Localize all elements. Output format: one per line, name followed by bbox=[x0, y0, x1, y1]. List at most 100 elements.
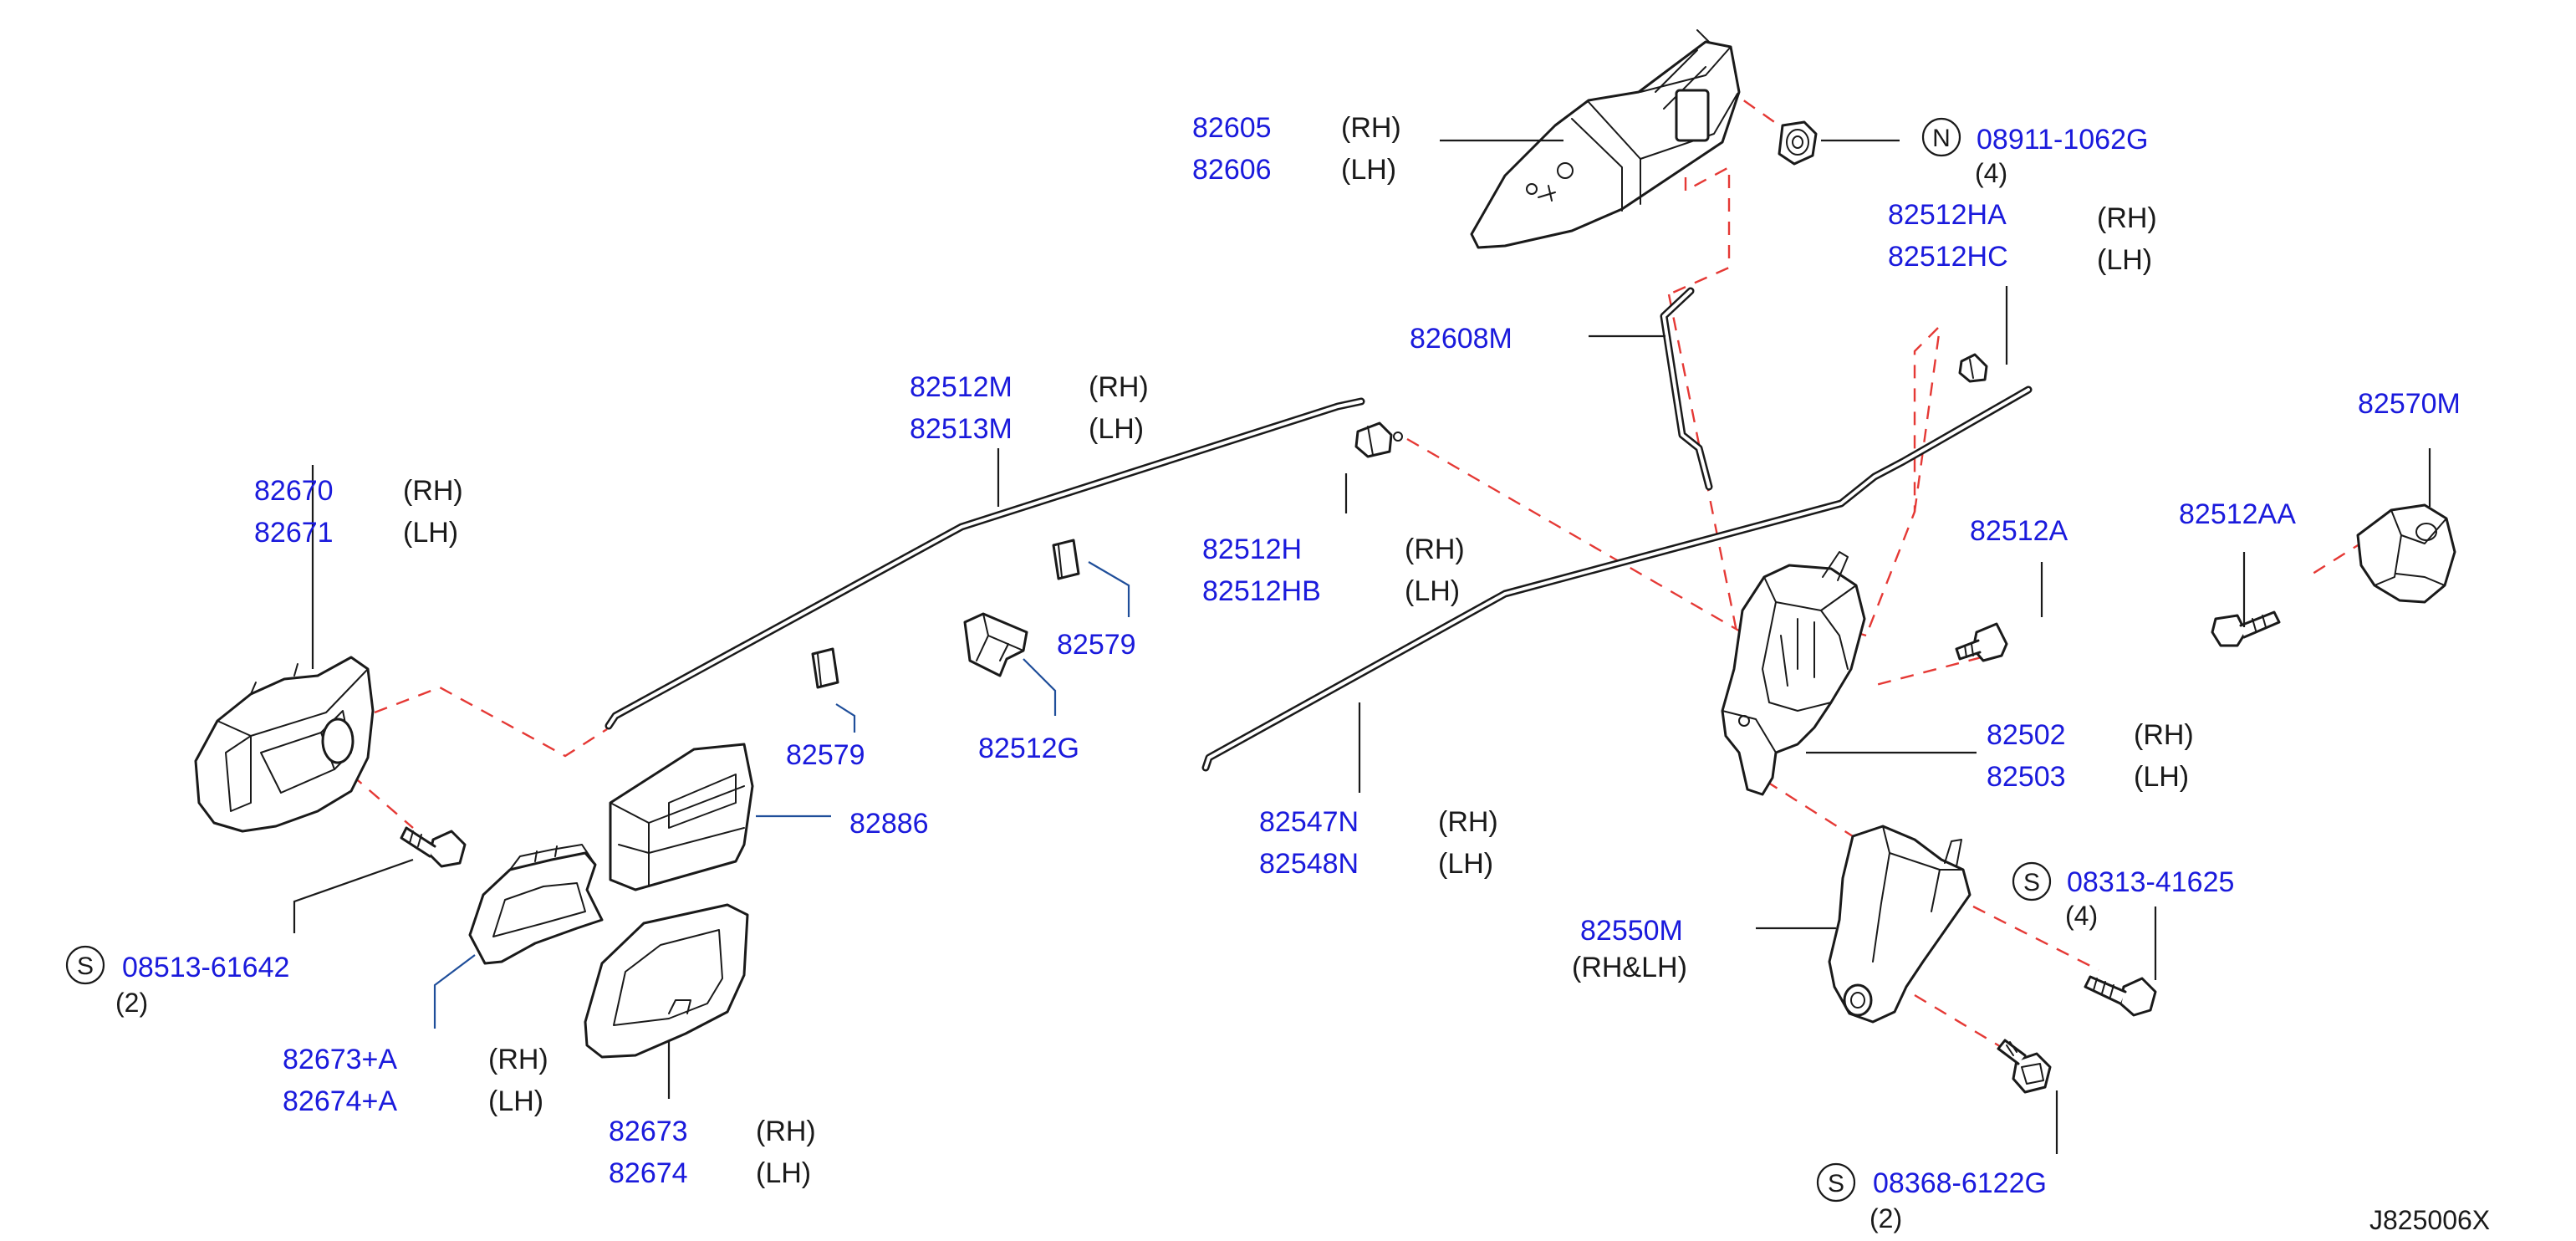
part-number-82547n: 82547N bbox=[1259, 806, 1359, 838]
callout-08368: S 08368-6122G (2) bbox=[1816, 1162, 2047, 1233]
qty-08513: (2) bbox=[115, 988, 148, 1018]
clip-82579-b bbox=[811, 647, 839, 689]
part-number-82512h: 82512H bbox=[1202, 534, 1302, 565]
side-82513m: (LH) bbox=[1089, 413, 1144, 445]
callout-82512aa: 82512AA bbox=[2179, 498, 2296, 530]
callout-82502: 82502 (RH) 82503 (LH) bbox=[1987, 719, 2194, 793]
side-82670: (RH) bbox=[403, 475, 463, 507]
callout-82547n: 82547N (RH) 82548N (LH) bbox=[1259, 806, 1498, 880]
part-number-82579-lower: 82579 bbox=[786, 739, 865, 771]
callout-82608m: 82608M bbox=[1410, 323, 1512, 355]
bolt-08368 bbox=[1997, 1039, 2052, 1094]
part-number-82548n: 82548N bbox=[1259, 848, 1359, 880]
screw-08513 bbox=[400, 826, 467, 868]
side-82502: (RH) bbox=[2134, 719, 2194, 751]
part-number-82502: 82502 bbox=[1987, 719, 2066, 751]
side-82512ha: (RH) bbox=[2097, 202, 2157, 234]
part-number-82512a: 82512A bbox=[1970, 515, 2068, 547]
callout-08313: S 08313-41625 (4) bbox=[2012, 861, 2234, 931]
callout-82579-upper: 82579 bbox=[1057, 629, 1136, 661]
callout-prefix-circle bbox=[2012, 861, 2052, 901]
side-82673: (RH) bbox=[756, 1116, 816, 1147]
screw-08313 bbox=[2084, 975, 2157, 1017]
bolt-82512aa bbox=[2211, 610, 2281, 647]
part-number-82674: 82674 bbox=[609, 1157, 688, 1189]
part-number-82512aa: 82512AA bbox=[2179, 498, 2296, 530]
side-82512h: (RH) bbox=[1405, 534, 1465, 565]
callout-82570m: 82570M bbox=[2358, 388, 2461, 420]
callout-82512m: 82512M (RH) 82513M (LH) bbox=[910, 371, 1149, 445]
callout-prefix-circle bbox=[1921, 117, 1961, 157]
side-82547n: (RH) bbox=[1438, 806, 1498, 838]
callout-82673a: 82673+A (RH) 82674+A (LH) bbox=[283, 1044, 548, 1117]
part-number-82512m: 82512M bbox=[910, 371, 1013, 403]
part-number-82673: 82673 bbox=[609, 1116, 688, 1147]
part-number-82512hc: 82512HC bbox=[1888, 241, 2008, 273]
callout-82512ha: 82512HA (RH) 82512HC (LH) bbox=[1888, 199, 2157, 276]
leader-lines bbox=[293, 139, 2431, 1154]
part-number-82670: 82670 bbox=[254, 475, 334, 507]
side-82548n: (LH) bbox=[1438, 848, 1493, 880]
part-number-82570m: 82570M bbox=[2358, 388, 2461, 420]
door-lock-actuator-cover bbox=[1828, 825, 1972, 1024]
side-82512hb: (LH) bbox=[1405, 575, 1460, 607]
rod-holder-82512g bbox=[963, 612, 1028, 677]
part-number-82512hb: 82512HB bbox=[1202, 575, 1321, 607]
part-number-82674a: 82674+A bbox=[283, 1085, 397, 1117]
callout-prefix-08313: S bbox=[2023, 869, 2040, 896]
screw-82512a bbox=[1955, 622, 2008, 662]
callout-82579-lower: 82579 bbox=[786, 739, 865, 771]
rod-clip-82512h bbox=[1354, 421, 1403, 458]
clip-82579-a bbox=[1052, 539, 1080, 580]
part-number-82886: 82886 bbox=[849, 808, 929, 840]
part-number-82550m: 82550M bbox=[1580, 915, 1683, 947]
rod-82512m bbox=[604, 397, 1365, 730]
part-number-82513m: 82513M bbox=[910, 413, 1013, 445]
part-number-08313: 08313-41625 bbox=[2067, 866, 2234, 898]
callout-82512g: 82512G bbox=[978, 733, 1079, 764]
callout-prefix-08513: S bbox=[77, 952, 94, 980]
rod-82547n bbox=[1201, 386, 2033, 772]
part-number-08911: 08911-1062G bbox=[1977, 124, 2148, 156]
diagram-reference-id: J825006X bbox=[2369, 1205, 2490, 1235]
callout-prefix-circle bbox=[65, 945, 105, 985]
side-82503: (LH) bbox=[2134, 761, 2189, 793]
callout-08911: N 08911-1062G (4) bbox=[1921, 117, 2148, 188]
callout-prefix-08911: N bbox=[1932, 125, 1951, 152]
side-82606: (LH) bbox=[1341, 154, 1396, 186]
part-number-82606: 82606 bbox=[1192, 154, 1272, 186]
callout-prefix-08368: S bbox=[1828, 1170, 1844, 1198]
side-82671: (LH) bbox=[403, 517, 458, 549]
part-number-82673a: 82673+A bbox=[283, 1044, 397, 1075]
part-number-08368: 08368-6122G bbox=[1873, 1167, 2047, 1199]
side-82673a: (RH) bbox=[488, 1044, 548, 1075]
qty-08313: (4) bbox=[2065, 901, 2098, 931]
door-lock-actuator bbox=[1721, 551, 1866, 796]
part-number-82608m: 82608M bbox=[1410, 323, 1512, 355]
flange-nut bbox=[1778, 120, 1818, 166]
handle-pad-82886 bbox=[609, 743, 754, 891]
part-number-82605: 82605 bbox=[1192, 112, 1272, 144]
part-number-82579-upper: 82579 bbox=[1057, 629, 1136, 661]
side-82550m: (RH&LH) bbox=[1572, 952, 1687, 983]
inside-door-handle bbox=[194, 656, 375, 833]
rod-82608m bbox=[1660, 287, 1713, 491]
callout-82512h: 82512H (RH) 82512HB (LH) bbox=[1202, 534, 1465, 607]
inside-handle-escutcheon-a bbox=[468, 844, 604, 965]
door-striker bbox=[2356, 503, 2456, 604]
side-82512hc: (LH) bbox=[2097, 244, 2152, 276]
qty-08911: (4) bbox=[1975, 158, 2007, 188]
outside-door-handle bbox=[1470, 29, 1741, 249]
part-number-82671: 82671 bbox=[254, 517, 334, 549]
rod-clip-82512ha bbox=[1958, 353, 1988, 383]
part-number-82512g: 82512G bbox=[978, 733, 1079, 764]
callout-82512a: 82512A bbox=[1970, 515, 2068, 547]
part-number-82503: 82503 bbox=[1987, 761, 2066, 793]
callout-prefix-circle bbox=[1816, 1162, 1856, 1203]
qty-08368: (2) bbox=[1870, 1203, 1902, 1233]
callout-82670: 82670 (RH) 82671 (LH) bbox=[254, 475, 463, 549]
part-number-82512ha: 82512HA bbox=[1888, 199, 2007, 231]
callout-82673: 82673 (RH) 82674 (LH) bbox=[609, 1116, 816, 1189]
side-82512m: (RH) bbox=[1089, 371, 1149, 403]
